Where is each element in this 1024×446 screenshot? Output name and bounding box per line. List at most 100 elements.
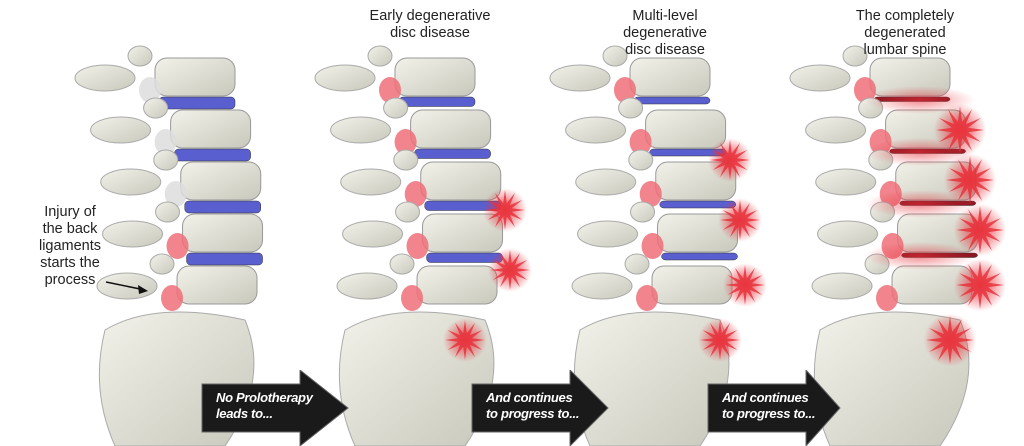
stage-title-early: Early degenerative disc disease [369,8,491,41]
vertebral-body [422,213,504,253]
pain-starburst-icon [700,320,740,360]
inflammation-glow [865,138,975,166]
inflammation-glow [865,190,975,218]
stage-title-multilevel: Multi-level degenerative disc disease [623,8,707,58]
facet-joint [406,233,429,259]
spinous-process [805,116,867,144]
facet-joint [164,181,187,207]
facet-joint [394,129,417,155]
articular-process [127,45,153,67]
articular-process [155,201,181,223]
intervertebral-disc [414,148,491,159]
pain-starburst-icon [710,140,750,180]
spine-stage-3 [549,45,767,446]
facet-joint [139,77,161,103]
pain-starburst-icon [720,200,760,240]
facet-joint [876,285,899,311]
spine-stage-2 [314,45,532,446]
spinous-process [102,220,164,248]
facet-joint [401,285,424,311]
progress-arrow-3: And continues to progress to... [704,370,860,446]
facet-joint [639,181,662,207]
facet-joint [161,285,184,311]
vertebral-body [420,161,502,201]
pain-starburst-icon [485,190,525,230]
spinous-process [575,168,637,196]
spinous-process [74,64,136,92]
inflammation-glow [865,86,975,114]
intervertebral-disc [184,200,261,214]
articular-process [630,201,656,223]
pain-starburst-icon [956,261,1004,309]
articular-process [842,45,868,67]
facet-joint [379,77,401,103]
stage-title-complete: The completely degenerated lumbar spine [855,8,955,58]
intervertebral-disc [661,252,738,261]
facet-joint [154,129,177,155]
pain-starburst-icon [946,156,994,204]
facet-joint [166,233,189,259]
pain-starburst-icon [490,250,530,290]
vertebral-body [180,161,262,201]
spinous-process [330,116,392,144]
pain-starburst-icon [926,316,974,364]
spinous-process [336,272,398,300]
articular-process [389,253,415,275]
articular-process [383,97,409,119]
arrow-label-3: And continues to progress to... [722,390,816,421]
pain-starburst-icon [956,206,1004,254]
articular-process [153,149,179,171]
facet-joint [629,129,652,155]
pain-starburst-icon [725,265,765,305]
spinous-process [789,64,851,92]
progress-arrow-2: And continues to progress to... [468,370,624,446]
spinous-process [577,220,639,248]
vertebral-body [629,57,711,97]
articular-process [143,97,169,119]
pain-starburst-icon [445,320,485,360]
spinous-process [90,116,152,144]
spinous-process [340,168,402,196]
vertebral-body [651,265,733,305]
articular-process [628,149,654,171]
intervertebral-disc [633,96,711,105]
vertebral-body [170,109,252,149]
vertebral-body [645,109,727,149]
articular-process [624,253,650,275]
spinous-process [342,220,404,248]
facet-joint [614,77,636,103]
pain-starburst-icon [936,106,984,154]
vertebral-body [394,57,476,97]
injury-label: Injury of the back ligaments starts the … [38,204,102,288]
articular-process [602,45,628,67]
facet-joint [404,181,427,207]
spinous-process [314,64,376,92]
inflammation-glow [865,242,975,270]
intervertebral-disc [398,96,476,107]
progress-arrow-1: No Prolotherapy leads to... [198,370,354,446]
arrow-label-2: And continues to progress to... [486,390,580,421]
articular-process [367,45,393,67]
vertebral-body [154,57,236,97]
vertebral-body [416,265,498,305]
spine-stage-1 [74,45,264,446]
spinous-process [817,220,879,248]
spinous-process [565,116,627,144]
articular-process [395,201,421,223]
articular-process [149,253,175,275]
spinous-process [811,272,873,300]
spinous-process [815,168,877,196]
spinous-process [571,272,633,300]
vertebral-body [176,265,258,305]
facet-joint [641,233,664,259]
intervertebral-disc [174,148,251,162]
facet-joint [636,285,659,311]
vertebral-body [182,213,264,253]
intervertebral-disc [186,252,263,266]
intervertebral-disc [158,96,236,110]
spinous-process [549,64,611,92]
articular-process [393,149,419,171]
spinous-process [100,168,162,196]
vertebral-body [410,109,492,149]
